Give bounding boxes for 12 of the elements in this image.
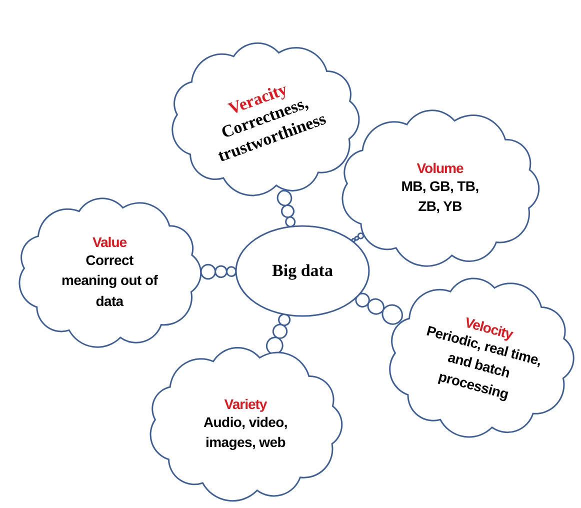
cloud-text: Correct meaning out of data: [60, 251, 159, 311]
center-label: Big data: [272, 260, 333, 282]
bubble-connector: [266, 314, 291, 355]
bubble-connector: [200, 264, 237, 280]
cloud-heading: Volume: [416, 160, 464, 176]
bubble-connector: [276, 190, 296, 228]
central-ellipse: [235, 225, 370, 317]
cloud-text: MB, GB, TB, ZB, YB: [400, 176, 480, 216]
cloud-text: Audio, video, images, web: [202, 412, 288, 452]
cloud-heading: Value: [91, 234, 128, 250]
cloud-heading: Variety: [223, 396, 268, 412]
bubble-connector: [355, 292, 403, 325]
